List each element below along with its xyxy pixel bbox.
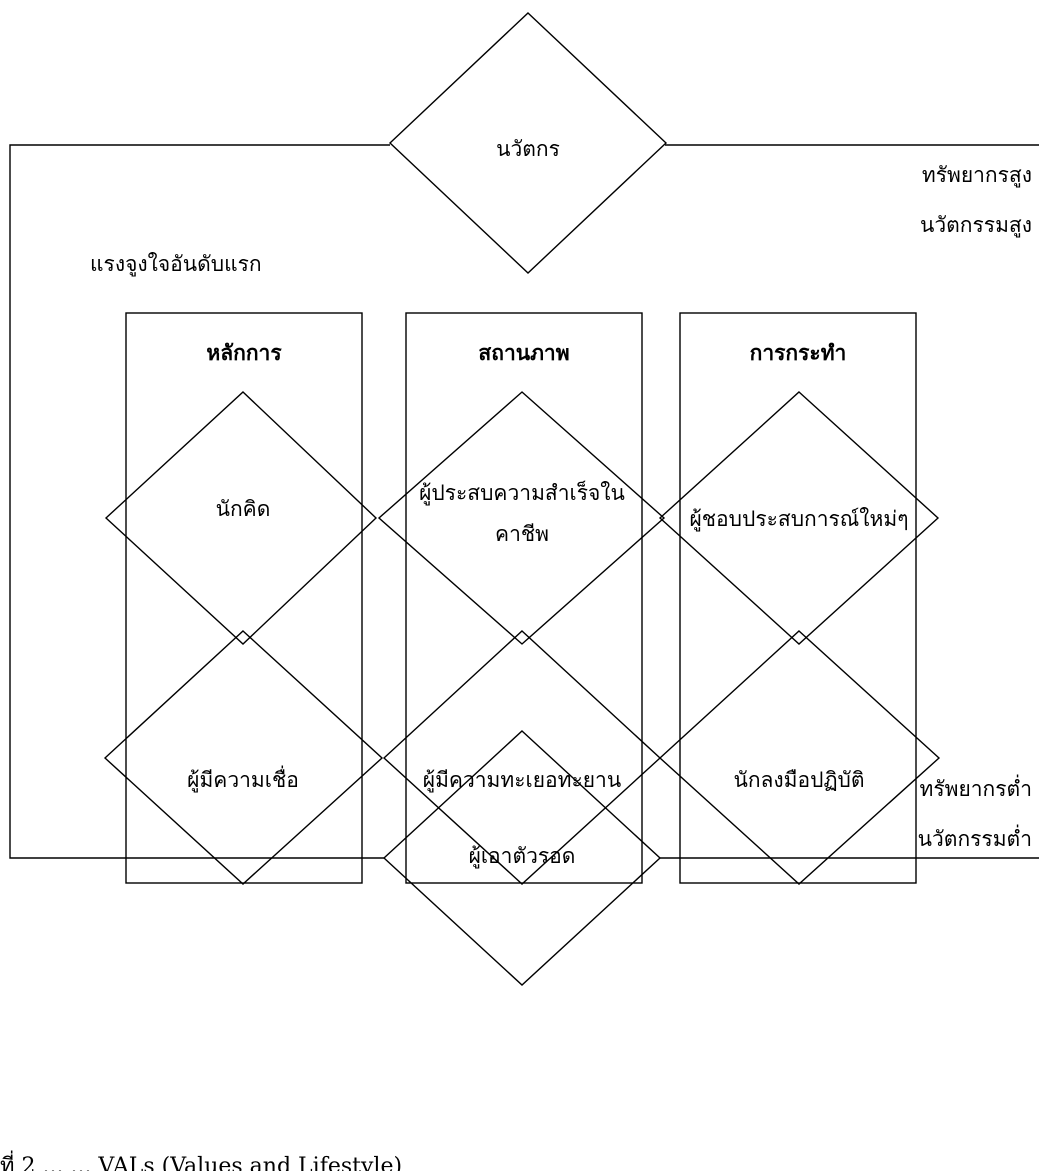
diamond-believer	[105, 631, 382, 884]
maker-label: นักลงมือปฏิบัติ	[733, 768, 864, 792]
low-innovation-label: นวัตกรรมต่ำ	[918, 824, 1032, 851]
column-box-status	[406, 313, 642, 883]
achiever-label-line1: ผู้ประสบความสำเร็จใน	[419, 479, 625, 506]
high-innovation-label: นวัตกรรมสูง	[920, 213, 1032, 238]
column-box-principle	[126, 313, 362, 883]
thinker-label: นักคิด	[216, 497, 271, 521]
believer-label: ผู้มีความเชื่อ	[187, 765, 299, 793]
innovator-label: นวัตกร	[496, 137, 560, 161]
column-header-principle: หลักการ	[206, 340, 282, 365]
figure-caption: ที่ 2 ... ... VALs (Values and Lifestyle…	[0, 1148, 1039, 1171]
achiever-label-line2: คาชีพ	[495, 522, 549, 546]
column-box-action	[680, 313, 916, 883]
column-header-status: สถานภาพ	[478, 340, 569, 365]
high-resources-label: ทรัพยากรสูง	[922, 163, 1032, 188]
column-header-action: การกระทำ	[750, 340, 847, 365]
diamond-achiever	[379, 392, 664, 644]
primary-motivation-label: แรงจูงใจอันดับแรก	[90, 252, 262, 277]
low-resources-label: ทรัพยากรต่ำ	[920, 774, 1033, 801]
survivor-label: ผู้เอาตัวรอด	[469, 844, 576, 869]
striver-label: ผู้มีความทะเยอทะยาน	[423, 768, 621, 793]
diamond-maker	[660, 631, 939, 884]
experiencer-label: ผู้ชอบประสบการณ์ใหม่ๆ	[689, 507, 908, 532]
